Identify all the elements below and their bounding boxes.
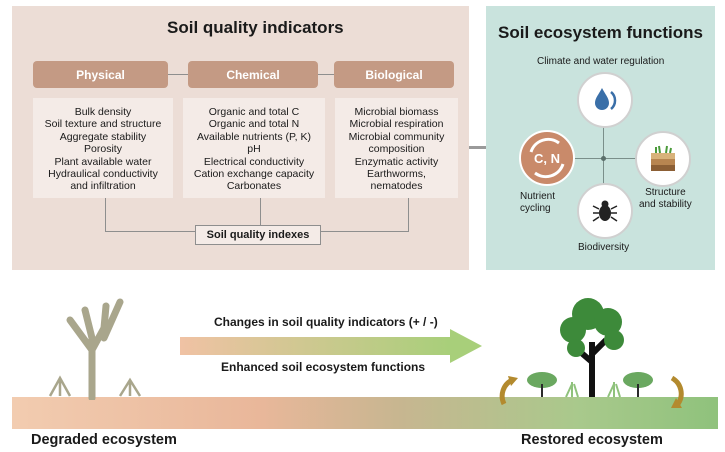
biodiversity-circle bbox=[577, 183, 633, 239]
list-item: and infiltration bbox=[70, 180, 136, 193]
nutrient-label-line: cycling bbox=[520, 203, 551, 214]
pill-connector bbox=[168, 74, 188, 75]
list-item: Plant available water bbox=[54, 155, 152, 168]
physical-indicators-list: Bulk density Soil texture and structure … bbox=[33, 98, 173, 198]
pill-connector bbox=[318, 74, 334, 75]
list-item: Soil texture and structure bbox=[44, 118, 162, 131]
cycle-arrows-icon bbox=[529, 137, 565, 179]
list-item: Electrical conductivity bbox=[203, 155, 305, 168]
category-chemical: Chemical bbox=[188, 61, 318, 88]
soil-ecosystem-functions-title: Soil ecosystem functions bbox=[498, 23, 703, 42]
list-item: pH bbox=[247, 143, 261, 156]
list-item: Hydraulical conductivity bbox=[48, 168, 158, 181]
restored-trees-icon bbox=[499, 298, 684, 408]
changes-text: Changes in soil quality indicators (+ / … bbox=[214, 315, 438, 329]
progress-arrow-body bbox=[180, 337, 450, 355]
nutrient-cycling-label: Nutrient cycling bbox=[520, 191, 555, 215]
bracket-line bbox=[408, 198, 409, 231]
restored-ecosystem-label: Restored ecosystem bbox=[521, 432, 663, 448]
list-item: Cation exchange capacity bbox=[193, 168, 315, 181]
degraded-ecosystem-label: Degraded ecosystem bbox=[31, 432, 177, 448]
soil-gradient-bar bbox=[12, 397, 718, 429]
structure-label-line: Structure bbox=[645, 187, 686, 198]
biological-indicators-list: Microbial biomass Microbial respiration … bbox=[335, 98, 458, 198]
structure-stability-circle bbox=[635, 131, 691, 187]
biodiversity-label: Biodiversity bbox=[578, 242, 630, 253]
nutrient-label-line: Nutrient bbox=[520, 191, 556, 202]
carbon-nitrogen-icon-text: C, N bbox=[534, 150, 560, 166]
list-item: Microbial respiration bbox=[349, 118, 444, 131]
list-item: Organic and total C bbox=[208, 106, 300, 118]
dead-tree-icon bbox=[48, 298, 142, 400]
bracket-line bbox=[321, 231, 409, 232]
list-item: Carbonates bbox=[226, 180, 282, 193]
category-physical: Physical bbox=[33, 61, 168, 88]
cross-center-dot bbox=[601, 156, 606, 161]
list-item: Organic and total N bbox=[208, 118, 300, 131]
list-item: Available nutrients (P, K) bbox=[196, 130, 311, 143]
list-item: Bulk density bbox=[74, 106, 132, 118]
enhanced-text: Enhanced soil ecosystem functions bbox=[221, 360, 426, 374]
climate-water-label: Climate and water regulation bbox=[537, 56, 665, 67]
progress-arrow-head bbox=[450, 329, 482, 363]
list-item: Enzymatic activity bbox=[354, 155, 439, 168]
list-item: Aggregate stability bbox=[59, 130, 147, 143]
list-item: Microbial community bbox=[348, 130, 445, 143]
panel-connector bbox=[469, 146, 486, 149]
soil-quality-indicators-title: Soil quality indicators bbox=[167, 18, 344, 37]
nutrient-cycling-circle: C, N bbox=[519, 130, 575, 186]
soil-layers-icon bbox=[651, 145, 675, 171]
category-biological: Biological bbox=[334, 61, 454, 88]
structure-label-line: and stability bbox=[639, 199, 692, 210]
list-item: Porosity bbox=[84, 143, 122, 156]
bracket-line bbox=[105, 231, 195, 232]
bug-icon bbox=[592, 200, 618, 222]
soil-quality-indexes-box: Soil quality indexes bbox=[195, 225, 321, 245]
water-drop-icon bbox=[595, 88, 617, 110]
chemical-indicators-list: Organic and total C Organic and total N … bbox=[183, 98, 325, 198]
list-item: Microbial biomass bbox=[354, 106, 439, 118]
list-item: nematodes bbox=[370, 180, 423, 193]
climate-water-circle bbox=[577, 72, 633, 128]
bracket-line bbox=[260, 198, 261, 225]
list-item: Earthworms, bbox=[367, 168, 426, 181]
list-item: composition bbox=[368, 143, 425, 156]
bracket-line bbox=[105, 198, 106, 231]
structure-stability-label: Structure and stability bbox=[639, 187, 692, 211]
